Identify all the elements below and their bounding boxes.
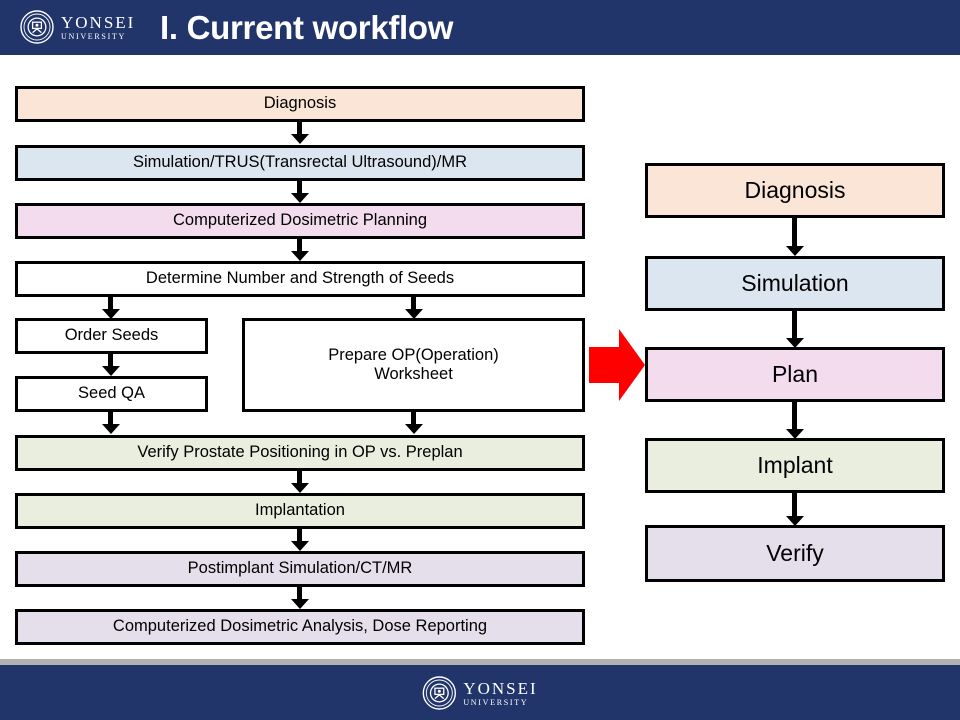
slide-header-bar xyxy=(0,0,960,55)
wordmark-line1: YONSEI xyxy=(463,678,538,698)
flow-box-label: Postimplant Simulation/CT/MR xyxy=(187,559,413,578)
flow-box-label: Computerized Dosimetric Planning xyxy=(172,211,428,230)
flow-arrow-down xyxy=(291,587,309,609)
footer-wordmark: YONSEI UNIVERSITY xyxy=(463,680,537,707)
flow-box-verify-prostate-positioning[interactable]: Verify Prostate Positioning in OP vs. Pr… xyxy=(15,435,585,471)
summary-box-implant[interactable]: Implant xyxy=(645,438,945,493)
flow-arrow-down xyxy=(291,529,309,551)
flow-arrow-down xyxy=(291,181,309,203)
footer-divider xyxy=(0,659,960,665)
flow-box-order-seeds[interactable]: Order Seeds xyxy=(15,318,208,354)
summary-box-label: Implant xyxy=(757,451,833,478)
summary-box-label: Diagnosis xyxy=(744,176,846,203)
flow-box-label: Diagnosis xyxy=(263,94,337,113)
flow-box-label: Prepare OP(Operation) Worksheet xyxy=(328,345,499,383)
flow-box-dosimetric-planning[interactable]: Computerized Dosimetric Planning xyxy=(15,203,585,239)
flow-box-label: Computerized Dosimetric Analysis, Dose R… xyxy=(112,617,488,636)
flow-box-implantation[interactable]: Implantation xyxy=(15,493,585,529)
yonsei-seal-icon xyxy=(422,676,457,710)
wordmark-line2: UNIVERSITY xyxy=(463,697,529,707)
flow-arrow-down xyxy=(291,471,309,493)
summary-arrow-down xyxy=(786,402,804,439)
flow-box-diagnosis[interactable]: Diagnosis xyxy=(15,86,585,122)
page-title: I. Current workflow xyxy=(160,9,454,46)
flow-arrow-down xyxy=(102,412,120,434)
flow-arrow-down xyxy=(291,239,309,261)
flow-arrow-down-branch-left xyxy=(102,297,120,319)
flow-box-label: Determine Number and Strength of Seeds xyxy=(145,269,455,288)
flow-box-label: Implantation xyxy=(255,501,345,520)
flow-box-label: Verify Prostate Positioning in OP vs. Pr… xyxy=(137,443,463,462)
flow-arrow-down xyxy=(291,122,309,144)
summary-arrow-down xyxy=(786,218,804,256)
flow-box-label: Seed QA xyxy=(78,384,145,403)
header-wordmark: YONSEI UNIVERSITY xyxy=(61,14,135,41)
summary-box-verify[interactable]: Verify xyxy=(645,525,945,582)
flow-box-determine-seeds[interactable]: Determine Number and Strength of Seeds xyxy=(15,261,585,297)
flow-box-prepare-op-worksheet[interactable]: Prepare OP(Operation) Worksheet xyxy=(242,318,585,412)
footer-logo: YONSEI UNIVERSITY xyxy=(422,674,537,712)
flow-arrow-down-branch-right xyxy=(405,297,423,319)
summary-box-plan[interactable]: Plan xyxy=(645,347,945,402)
yonsei-seal-icon xyxy=(20,10,54,44)
wordmark-line1: YONSEI xyxy=(61,12,136,32)
flow-arrow-down xyxy=(405,412,423,434)
flow-box-dosimetric-analysis[interactable]: Computerized Dosimetric Analysis, Dose R… xyxy=(15,609,585,645)
summary-box-diagnosis[interactable]: Diagnosis xyxy=(645,163,945,218)
flow-arrow-down xyxy=(102,354,120,376)
header-logo: YONSEI UNIVERSITY xyxy=(20,8,150,46)
summary-arrow-down xyxy=(786,493,804,526)
summary-box-label: Simulation xyxy=(741,269,849,296)
flow-box-label: Simulation/TRUS(Transrectal Ultrasound)/… xyxy=(132,153,468,172)
red-right-arrow-icon xyxy=(589,329,645,401)
flow-box-seed-qa[interactable]: Seed QA xyxy=(15,376,208,412)
flow-box-postimplant-simulation[interactable]: Postimplant Simulation/CT/MR xyxy=(15,551,585,587)
slide-footer-bar xyxy=(0,665,960,720)
summary-box-label: Verify xyxy=(766,539,824,566)
wordmark-line2: UNIVERSITY xyxy=(61,31,126,41)
summary-box-simulation[interactable]: Simulation xyxy=(645,256,945,311)
summary-arrow-down xyxy=(786,311,804,348)
flow-box-simulation-trus[interactable]: Simulation/TRUS(Transrectal Ultrasound)/… xyxy=(15,145,585,181)
summary-box-label: Plan xyxy=(771,360,819,387)
flow-box-label: Order Seeds xyxy=(64,326,159,345)
